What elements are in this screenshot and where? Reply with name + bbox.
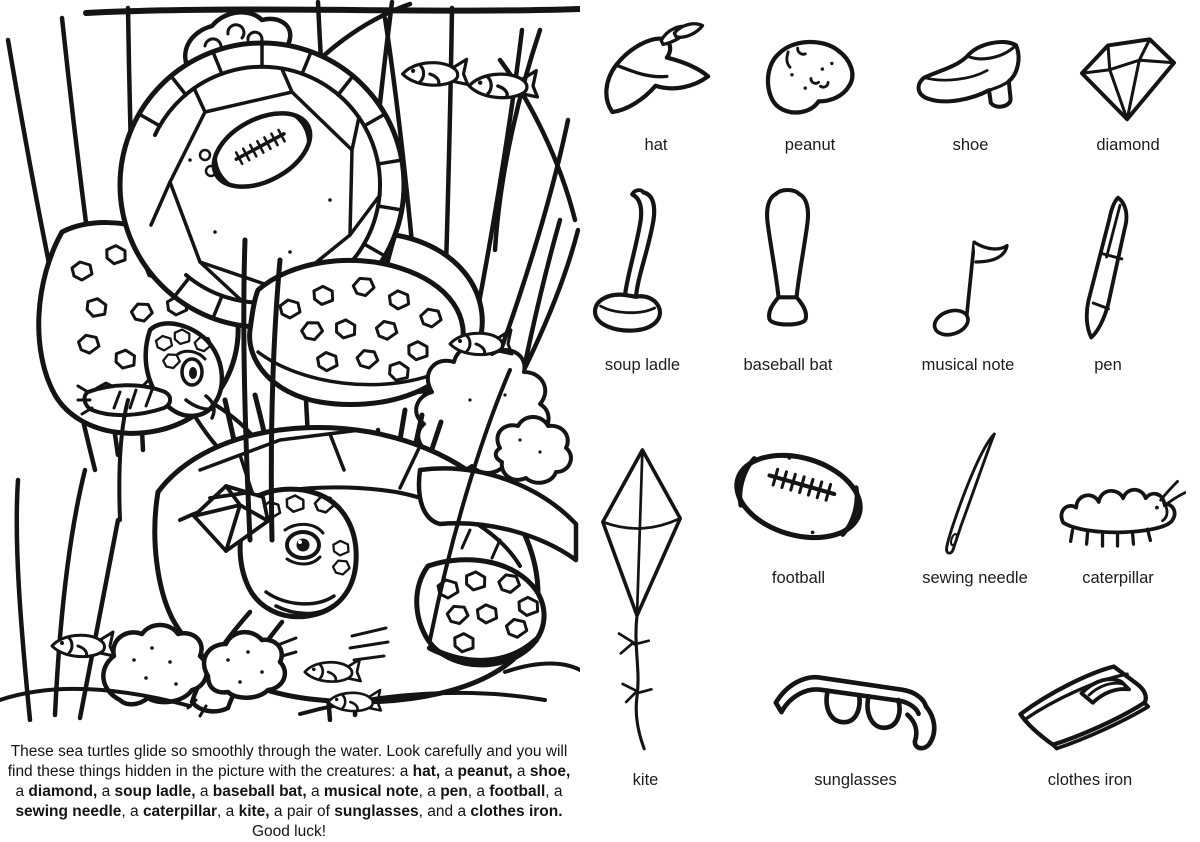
clothes-iron-icon xyxy=(1018,664,1151,751)
diamond-icon xyxy=(1079,37,1177,122)
item-caterpillar: caterpillar xyxy=(1048,452,1188,588)
item-sewing-needle: sewing needle xyxy=(910,424,1040,588)
item-shoe: shoe xyxy=(898,24,1043,155)
scene-top-border xyxy=(83,6,580,16)
item-label-baseball-bat: baseball bat xyxy=(743,356,833,374)
item-label-clothes-iron: clothes iron xyxy=(1047,771,1133,789)
item-label-pen: pen xyxy=(1094,356,1122,374)
item-label-football: football xyxy=(771,569,826,587)
item-label-musical-note: musical note xyxy=(921,356,1015,374)
item-sunglasses: sunglasses xyxy=(758,632,953,790)
turtle-bottom-mouth xyxy=(264,590,336,616)
illustration-panel: These sea turtles glide so smoothly thro… xyxy=(0,0,580,840)
item-label-hat: hat xyxy=(644,136,668,154)
object-key-panel: hat peanut xyxy=(580,0,1200,808)
caterpillar-icon xyxy=(1059,479,1186,548)
item-label-diamond: diamond xyxy=(1096,136,1160,154)
peanut-icon xyxy=(765,39,855,115)
item-label-caterpillar: caterpillar xyxy=(1082,569,1154,587)
item-football: football xyxy=(716,428,881,588)
item-baseball-bat: baseball bat xyxy=(728,182,848,375)
item-label-kite: kite xyxy=(632,771,659,789)
caption: These sea turtles glide so smoothly thro… xyxy=(7,742,571,840)
pen-icon xyxy=(1084,195,1129,340)
sea-turtle-middle xyxy=(76,257,466,472)
football-icon xyxy=(733,452,863,541)
water-hatching xyxy=(266,626,390,662)
kite-icon xyxy=(600,448,682,751)
sunglasses-icon xyxy=(773,674,937,751)
soup-ladle-icon xyxy=(592,188,662,333)
item-musical-note: musical note xyxy=(908,218,1028,375)
sewing-needle-icon xyxy=(945,432,996,555)
item-soup-ladle: soup ladle xyxy=(580,182,705,375)
hidden-football xyxy=(211,111,313,189)
item-peanut: peanut xyxy=(740,28,880,155)
hidden-picture-illustration xyxy=(0,0,580,722)
item-label-sunglasses: sunglasses xyxy=(814,771,897,789)
shoe-icon xyxy=(916,40,1020,109)
item-clothes-iron: clothes iron xyxy=(1000,640,1180,790)
hat-icon xyxy=(603,22,710,115)
item-pen: pen xyxy=(1048,184,1168,375)
item-label-peanut: peanut xyxy=(784,136,836,154)
item-diamond: diamond xyxy=(1058,28,1198,155)
baseball-bat-icon xyxy=(765,187,811,327)
musical-note-icon xyxy=(932,240,1009,337)
item-hat: hat xyxy=(586,10,726,155)
item-kite: kite xyxy=(588,428,703,790)
item-label-sewing-needle: sewing needle xyxy=(922,569,1028,587)
seaweed-foreground xyxy=(117,237,512,642)
item-label-shoe: shoe xyxy=(952,136,989,154)
rocks xyxy=(0,622,580,716)
item-label-soup-ladle: soup ladle xyxy=(604,356,681,374)
